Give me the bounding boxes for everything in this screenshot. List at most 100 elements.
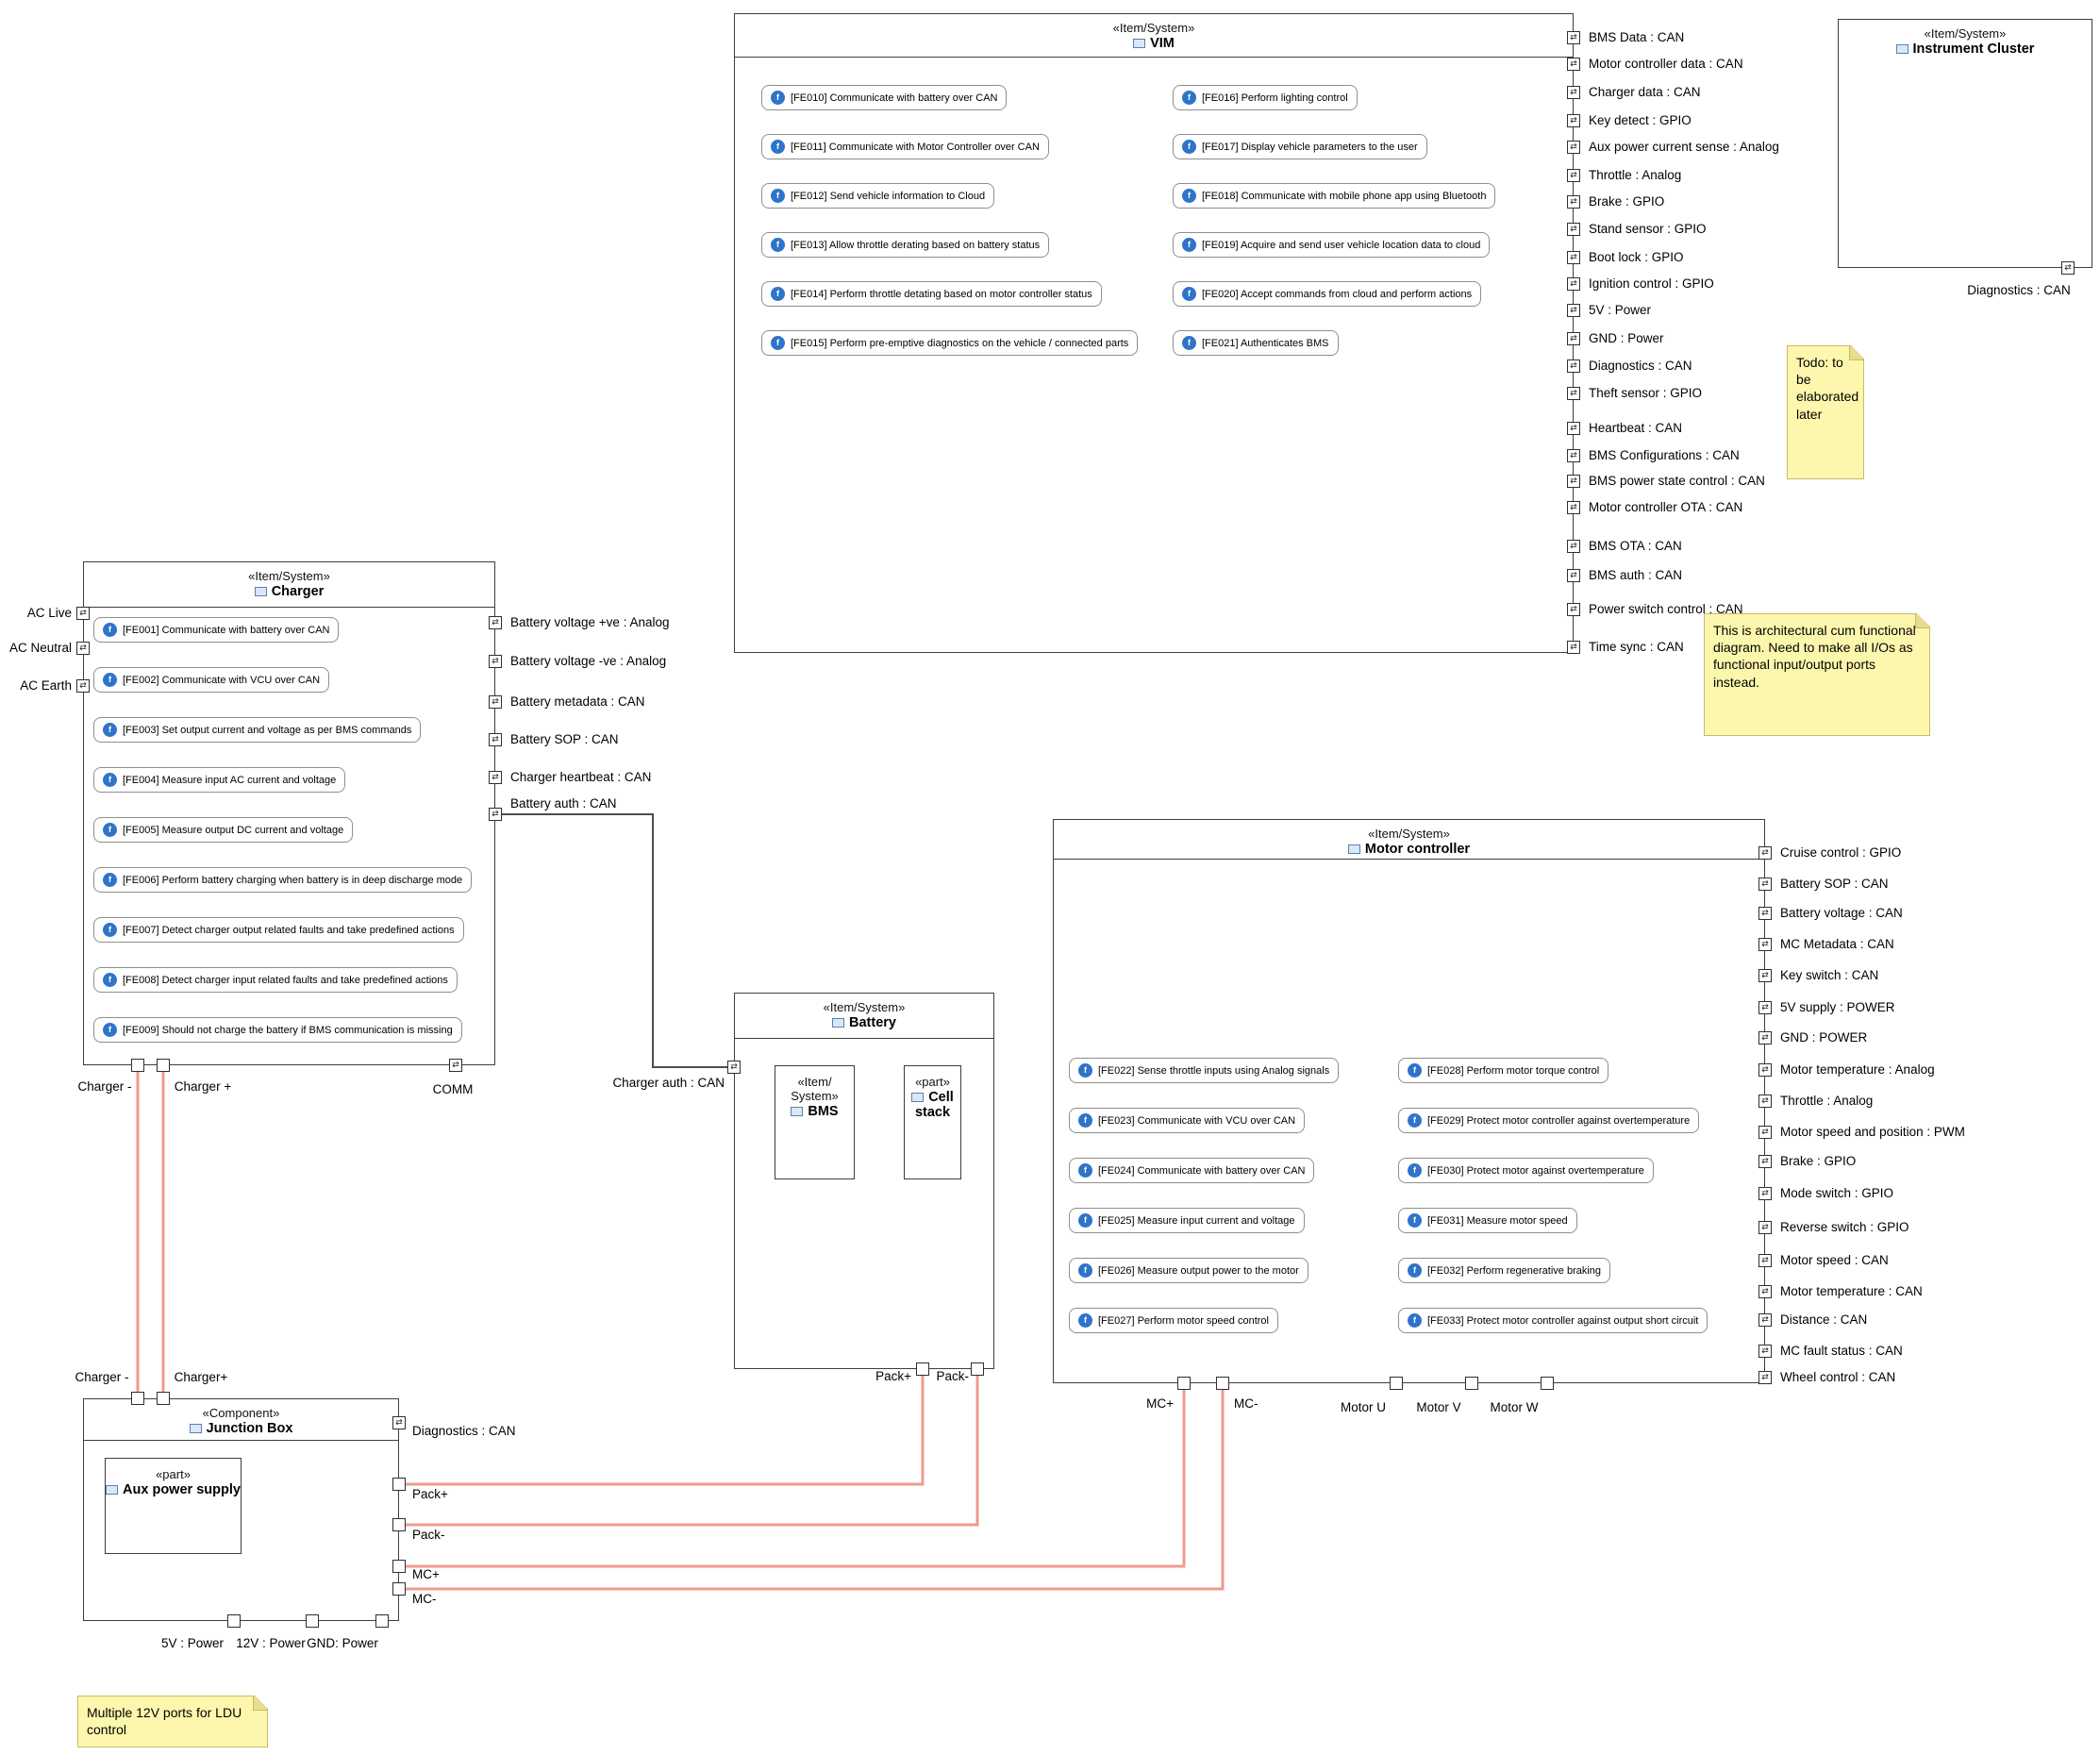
port-mc-motor-temp-can[interactable]: ⇄ [1758, 1285, 1772, 1298]
function-FE029[interactable]: f[FE029] Protect motor controller agains… [1398, 1108, 1700, 1133]
port-vim-bms-ota[interactable]: ⇄ [1567, 540, 1580, 553]
port-vim-gnd[interactable]: ⇄ [1567, 332, 1580, 345]
function-FE016[interactable]: f[FE016] Perform lighting control [1173, 85, 1358, 110]
function-FE021[interactable]: f[FE021] Authenticates BMS [1173, 330, 1339, 356]
wire-pack-pos[interactable] [406, 1374, 925, 1486]
function-FE011[interactable]: f[FE011] Communicate with Motor Controll… [761, 134, 1049, 159]
port-mc-out-pos[interactable] [1177, 1377, 1191, 1390]
block-aux-power-supply[interactable]: «part»Aux power supply [105, 1458, 242, 1554]
function-FE003[interactable]: f[FE003] Set output current and voltage … [93, 717, 422, 743]
wire-charger-auth[interactable] [500, 813, 732, 1068]
port-charger-batt-auth[interactable]: ⇄ [489, 808, 502, 821]
port-mc-reverse-switch[interactable]: ⇄ [1758, 1221, 1772, 1234]
port-vim-5v[interactable]: ⇄ [1567, 304, 1580, 317]
port-mc-out-neg[interactable] [1216, 1377, 1229, 1390]
port-charger-ac-neutral[interactable]: ⇄ [76, 642, 90, 655]
port-charger-batt-v-pos[interactable]: ⇄ [489, 616, 502, 629]
port-mc-mode-switch[interactable]: ⇄ [1758, 1187, 1772, 1200]
port-mc-wheel-control[interactable]: ⇄ [1758, 1371, 1772, 1384]
port-ic-diagnostics[interactable]: ⇄ [2061, 261, 2075, 275]
function-FE014[interactable]: f[FE014] Perform throttle detating based… [761, 281, 1102, 307]
function-FE004[interactable]: f[FE004] Measure input AC current and vo… [93, 767, 346, 793]
function-FE023[interactable]: f[FE023] Communicate with VCU over CAN [1069, 1108, 1306, 1133]
port-vim-ignition-control[interactable]: ⇄ [1567, 277, 1580, 291]
function-FE007[interactable]: f[FE007] Detect charger output related f… [93, 917, 464, 943]
port-mc-5v-supply[interactable]: ⇄ [1758, 1001, 1772, 1014]
port-mc-fault-status[interactable]: ⇄ [1758, 1345, 1772, 1358]
function-FE026[interactable]: f[FE026] Measure output power to the mot… [1069, 1258, 1308, 1283]
port-vim-diagnostics[interactable]: ⇄ [1567, 359, 1580, 373]
port-charger-comm[interactable]: ⇄ [449, 1059, 462, 1072]
port-charger-ac-earth[interactable]: ⇄ [76, 679, 90, 693]
function-FE027[interactable]: f[FE027] Perform motor speed control [1069, 1308, 1278, 1333]
port-charger-batt-metadata[interactable]: ⇄ [489, 695, 502, 709]
port-vim-bms-power-state[interactable]: ⇄ [1567, 475, 1580, 488]
function-FE031[interactable]: f[FE031] Measure motor speed [1398, 1208, 1577, 1233]
port-motor-u[interactable] [1390, 1377, 1403, 1390]
port-vim-time-sync[interactable]: ⇄ [1567, 641, 1580, 654]
function-FE032[interactable]: f[FE032] Perform regenerative braking [1398, 1258, 1611, 1283]
port-vim-boot-lock[interactable]: ⇄ [1567, 251, 1580, 264]
function-FE024[interactable]: f[FE024] Communicate with battery over C… [1069, 1158, 1315, 1183]
port-battery-pack-pos[interactable] [916, 1362, 929, 1376]
function-FE001[interactable]: f[FE001] Communicate with battery over C… [93, 617, 340, 643]
port-jb-pack-pos[interactable] [392, 1478, 406, 1491]
function-FE008[interactable]: f[FE008] Detect charger input related fa… [93, 967, 458, 993]
function-FE006[interactable]: f[FE006] Perform battery charging when b… [93, 867, 473, 893]
note-ldu[interactable]: Multiple 12V ports for LDU control [77, 1696, 268, 1747]
wire-mc-neg[interactable] [406, 1389, 1225, 1591]
port-motor-v[interactable] [1465, 1377, 1478, 1390]
port-mc-speed-position[interactable]: ⇄ [1758, 1126, 1772, 1139]
port-motor-w[interactable] [1541, 1377, 1554, 1390]
function-FE025[interactable]: f[FE025] Measure input current and volta… [1069, 1208, 1305, 1233]
port-battery-charger-auth[interactable]: ⇄ [727, 1061, 741, 1074]
port-jb-5v[interactable] [227, 1614, 241, 1628]
block-battery[interactable]: «Item/System»Battery [734, 993, 994, 1369]
function-FE028[interactable]: f[FE028] Perform motor torque control [1398, 1058, 1609, 1083]
wire-mc-pos[interactable] [406, 1389, 1186, 1568]
port-mc-motor-temp-analog[interactable]: ⇄ [1758, 1063, 1772, 1077]
function-FE009[interactable]: f[FE009] Should not charge the battery i… [93, 1017, 462, 1043]
port-vim-brake[interactable]: ⇄ [1567, 195, 1580, 209]
port-vim-power-switch[interactable]: ⇄ [1567, 603, 1580, 616]
function-FE020[interactable]: f[FE020] Accept commands from cloud and … [1173, 281, 1482, 307]
port-vim-theft-sensor[interactable]: ⇄ [1567, 387, 1580, 400]
note-todo[interactable]: Todo: to be elaborated later [1787, 345, 1864, 479]
port-jb-charger-neg[interactable] [131, 1392, 144, 1405]
port-mc-distance[interactable]: ⇄ [1758, 1313, 1772, 1327]
function-FE030[interactable]: f[FE030] Protect motor against overtempe… [1398, 1158, 1654, 1183]
port-charger-batt-sop[interactable]: ⇄ [489, 733, 502, 746]
port-jb-gnd[interactable] [375, 1614, 389, 1628]
port-vim-aux-power-sense[interactable]: ⇄ [1567, 141, 1580, 154]
port-jb-charger-pos[interactable] [157, 1392, 170, 1405]
port-jb-pack-neg[interactable] [392, 1518, 406, 1531]
port-mc-gnd[interactable]: ⇄ [1758, 1031, 1772, 1045]
port-vim-bms-config[interactable]: ⇄ [1567, 449, 1580, 462]
function-FE002[interactable]: f[FE002] Communicate with VCU over CAN [93, 667, 330, 693]
function-FE013[interactable]: f[FE013] Allow throttle derating based o… [761, 232, 1050, 258]
port-mc-key-switch[interactable]: ⇄ [1758, 969, 1772, 982]
function-FE018[interactable]: f[FE018] Communicate with mobile phone a… [1173, 183, 1496, 209]
note-arch[interactable]: This is architectural cum functional dia… [1704, 613, 1930, 736]
function-FE033[interactable]: f[FE033] Protect motor controller agains… [1398, 1308, 1708, 1333]
function-FE017[interactable]: f[FE017] Display vehicle parameters to t… [1173, 134, 1427, 159]
port-vim-key-detect[interactable]: ⇄ [1567, 114, 1580, 127]
port-charger-out-neg[interactable] [131, 1059, 144, 1072]
function-FE015[interactable]: f[FE015] Perform pre-emptive diagnostics… [761, 330, 1139, 356]
port-vim-stand-sensor[interactable]: ⇄ [1567, 223, 1580, 236]
block-cell-stack[interactable]: «part»Cell stack [904, 1065, 961, 1179]
port-jb-diagnostics[interactable]: ⇄ [392, 1416, 406, 1429]
function-FE022[interactable]: f[FE022] Sense throttle inputs using Ana… [1069, 1058, 1340, 1083]
port-jb-mc-pos[interactable] [392, 1560, 406, 1573]
port-vim-mc-ota[interactable]: ⇄ [1567, 501, 1580, 514]
port-mc-brake[interactable]: ⇄ [1758, 1155, 1772, 1168]
port-mc-cruise-control[interactable]: ⇄ [1758, 846, 1772, 860]
port-vim-heartbeat[interactable]: ⇄ [1567, 422, 1580, 435]
wire-pack-neg[interactable] [406, 1374, 979, 1527]
function-FE010[interactable]: f[FE010] Communicate with battery over C… [761, 85, 1008, 110]
port-battery-pack-neg[interactable] [971, 1362, 984, 1376]
port-vim-throttle[interactable]: ⇄ [1567, 169, 1580, 182]
port-vim-charger-data[interactable]: ⇄ [1567, 86, 1580, 99]
